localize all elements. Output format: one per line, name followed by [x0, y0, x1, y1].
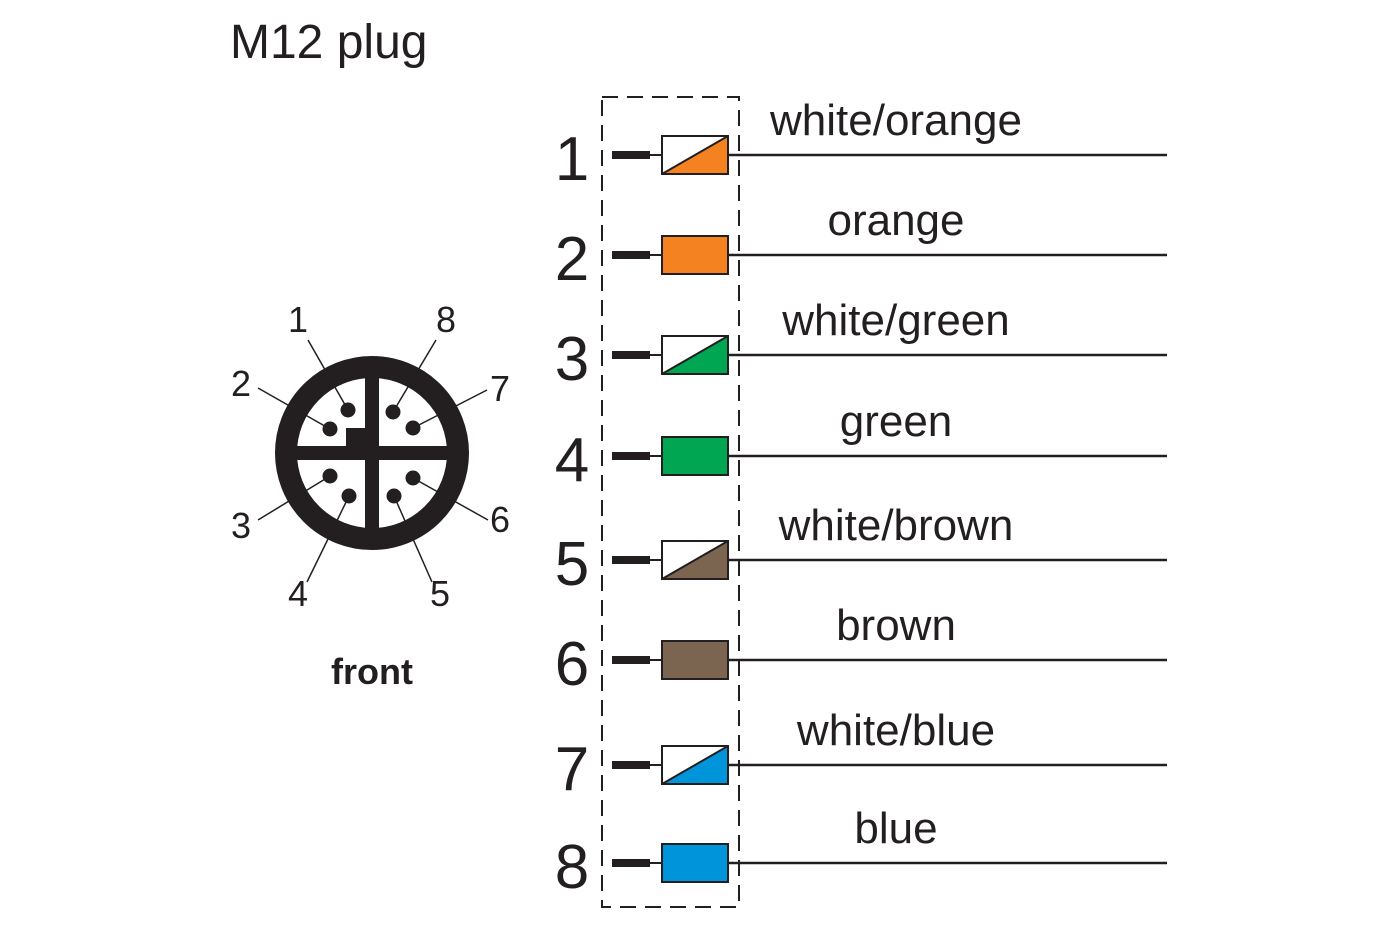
wire-pin-number: 4 — [555, 426, 589, 495]
wire-color-fill — [662, 236, 728, 274]
pin-number-label: 5 — [430, 573, 450, 614]
wire-row-8: 8 blue — [555, 804, 1167, 902]
wire-row-1: 1 white/orange — [555, 96, 1167, 194]
wire-pin-number: 1 — [555, 125, 589, 194]
pin-terminal-bar — [612, 761, 650, 769]
wire-row-2: 2 orange — [555, 196, 1167, 294]
wire-row-4: 4 green — [555, 397, 1167, 495]
pin-terminal-bar — [612, 556, 650, 564]
wire-color-diagonal — [661, 745, 729, 785]
wire-color-label: blue — [854, 804, 937, 853]
wire-pin-number: 2 — [555, 225, 589, 294]
pin-leader-line — [307, 339, 349, 411]
wire-row-6: 6 brown — [555, 601, 1167, 699]
wire-color-label: white/blue — [796, 706, 995, 755]
plug-housing-dashed-outline — [601, 96, 740, 908]
pin-contact-3 — [322, 468, 338, 484]
connector-horizontal-divider — [292, 446, 452, 460]
pin-number-label: 1 — [288, 299, 308, 340]
diagram-title: M12 plug — [230, 16, 427, 69]
pin-contact-1 — [340, 402, 356, 418]
wire-pin-number: 7 — [555, 735, 589, 804]
pin-leader-line — [257, 475, 331, 521]
wire-color-diagonal — [661, 135, 729, 175]
pin-contact-2 — [322, 421, 338, 437]
pin-terminal-bar — [612, 151, 650, 159]
pin-contact-4 — [341, 488, 357, 504]
pin-contact-6 — [405, 470, 421, 486]
wire-color-label: green — [840, 397, 953, 446]
wire-pin-number: 5 — [555, 530, 589, 599]
wire-color-fill — [662, 437, 728, 475]
wire-pin-number: 8 — [555, 833, 589, 902]
wire-color-fill — [662, 844, 728, 882]
pin-leader-line — [393, 495, 433, 583]
wire-list: 1 white/orange 2 orange 3 white/green 4 green 5 w… — [555, 96, 1167, 902]
pin-number-label: 8 — [436, 299, 456, 340]
wire-row-7: 7 white/blue — [555, 706, 1167, 804]
wire-color-label: orange — [827, 196, 964, 245]
pin-number-label: 4 — [288, 573, 308, 614]
pin-terminal-bar — [612, 452, 650, 460]
connector-front-view: 12 34 56 78 — [231, 299, 510, 614]
pin-leader-line — [257, 387, 331, 430]
pin-terminal-bar — [612, 859, 650, 867]
pin-number-label: 2 — [231, 363, 251, 404]
wire-color-diagonal — [661, 335, 729, 375]
wire-color-label: white/brown — [778, 501, 1014, 550]
pin-number-label: 7 — [490, 368, 510, 409]
pin-terminal-bar — [612, 251, 650, 259]
pin-leader-line — [392, 339, 437, 413]
wire-color-label: white/green — [781, 296, 1009, 345]
wire-color-label: white/orange — [769, 96, 1022, 145]
wire-row-3: 3 white/green — [555, 296, 1167, 394]
wire-color-fill — [662, 641, 728, 679]
pin-contact-7 — [405, 420, 421, 436]
pin-leader-line — [412, 389, 488, 429]
connector-caption: front — [331, 651, 413, 692]
wire-color-diagonal — [661, 540, 729, 580]
pin-number-label: 3 — [231, 505, 251, 546]
pin-terminal-bar — [612, 656, 650, 664]
wire-pin-number: 3 — [555, 325, 589, 394]
connector-coding-key — [346, 428, 368, 448]
pin-leader-line — [412, 477, 489, 521]
pin-contact-5 — [386, 488, 402, 504]
wire-color-label: brown — [836, 601, 956, 650]
wire-row-5: 5 white/brown — [555, 501, 1167, 599]
wire-pin-number: 6 — [555, 630, 589, 699]
pin-contact-8 — [385, 404, 401, 420]
connector-outer-ring — [275, 356, 469, 550]
pin-terminal-bar — [612, 351, 650, 359]
pin-leader-line — [306, 495, 350, 583]
pin-number-label: 6 — [490, 499, 510, 540]
